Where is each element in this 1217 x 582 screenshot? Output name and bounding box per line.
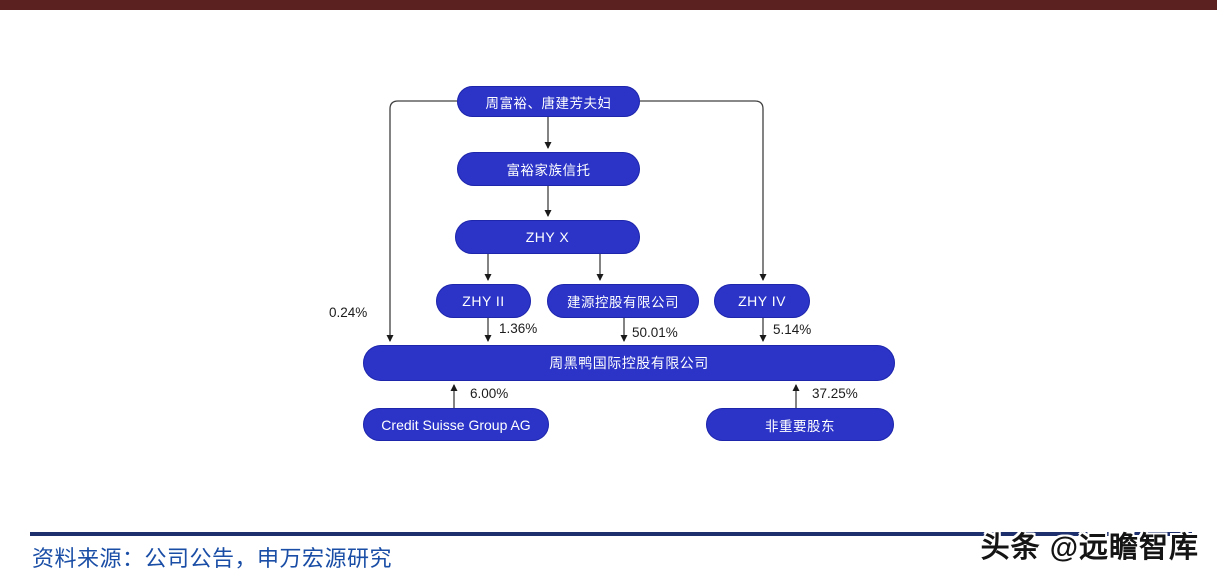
connector-lines — [386, 100, 800, 408]
pct-credit-suisse: 6.00% — [470, 386, 509, 401]
shareholding-structure-diagram: 周富裕、唐建芳夫妇 富裕家族信托 ZHY X ZHY II 建源控股有限公司 Z… — [329, 86, 895, 441]
node-zhy-x: ZHY X — [455, 220, 640, 254]
top-accent-bar — [0, 0, 1217, 10]
node-non-major-shareholders: 非重要股东 — [706, 408, 894, 441]
pct-zhy-ii: 1.36% — [499, 321, 538, 336]
pct-zhy-iv: 5.14% — [773, 322, 812, 337]
node-credit-suisse-group-ag: Credit Suisse Group AG — [363, 408, 549, 441]
pct-minor-shareholders: 37.25% — [812, 386, 858, 401]
node-zhouheiya-international-holdings: 周黑鸭国际控股有限公司 — [363, 345, 895, 381]
node-zhy-ii: ZHY II — [436, 284, 531, 318]
node-zhou-fuyu-tang-jianfang-couple: 周富裕、唐建芳夫妇 — [457, 86, 640, 117]
node-jianyuan-holdings: 建源控股有限公司 — [547, 284, 699, 318]
footer-divider-line — [30, 532, 1192, 536]
toutiao-watermark: 头条 @远瞻智库 — [980, 532, 1199, 564]
node-fuyu-family-trust: 富裕家族信托 — [457, 152, 640, 186]
node-zhy-iv: ZHY IV — [714, 284, 810, 318]
data-source-note: 资料来源：公司公告，申万宏源研究 — [32, 546, 393, 571]
pct-couple-direct: 0.24% — [329, 305, 368, 320]
pct-jianyuan: 50.01% — [632, 325, 678, 340]
